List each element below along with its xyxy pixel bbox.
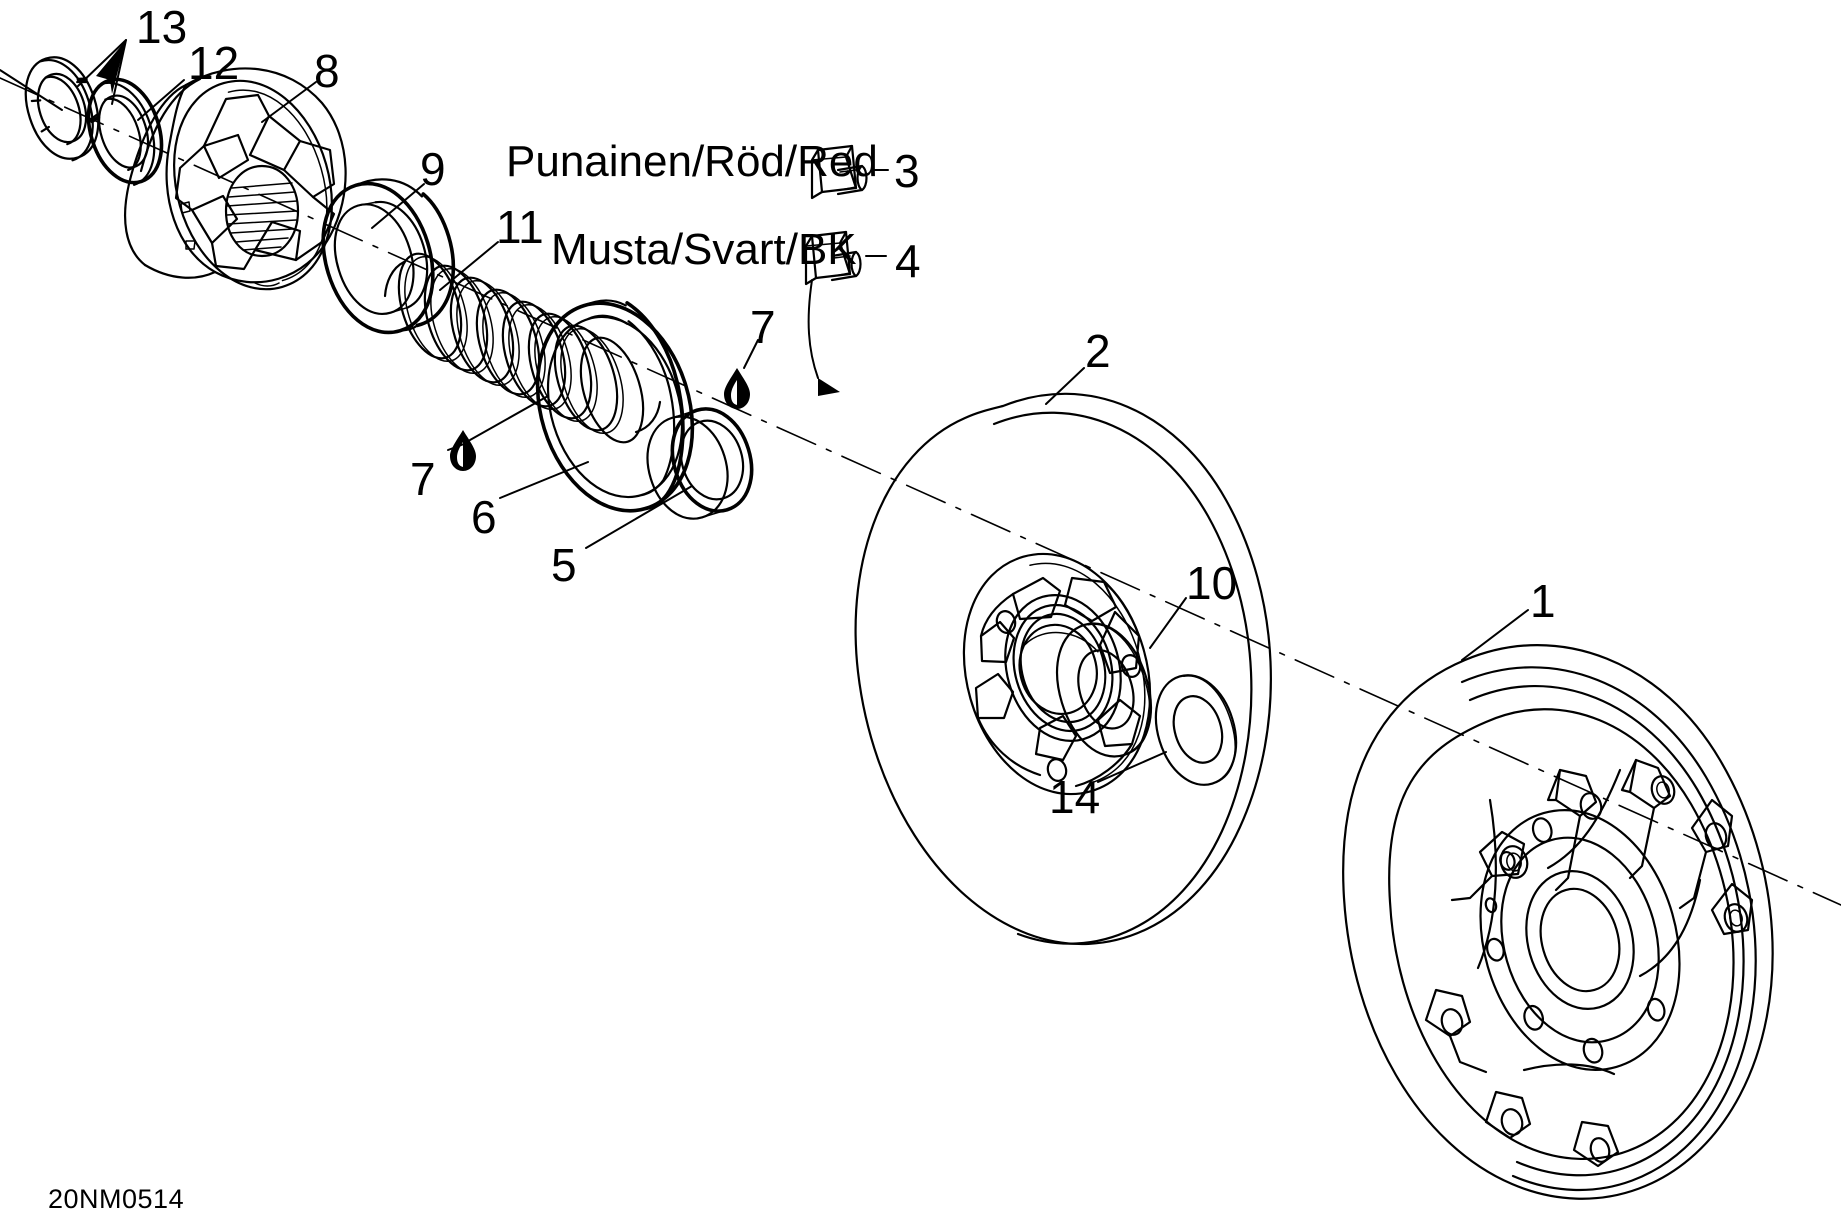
callout-4: 4 [895, 235, 921, 287]
callout-9: 9 [420, 143, 446, 195]
black-wire-label: Musta/Svart/BK [551, 225, 857, 274]
connector-icon-4 [804, 230, 862, 286]
part-14-spacer-washer [1154, 674, 1238, 786]
callout-5: 5 [551, 539, 577, 591]
part-8-cam-housing [124, 67, 347, 291]
callout-7-upper: 7 [750, 301, 776, 353]
callout-8: 8 [314, 45, 340, 97]
callout-6: 6 [471, 491, 497, 543]
part-10-shim-washer [1056, 622, 1152, 758]
center-axis-line [0, 77, 1841, 906]
callout-7-lower: 7 [410, 453, 436, 505]
red-wire-label: Punainen/Röd/Red [506, 137, 878, 186]
cam-spider [174, 93, 336, 271]
sheave-cam-spider [974, 576, 1142, 788]
drawing-id-code: 20NM0514 [48, 1184, 185, 1214]
part-6-bushing-large [535, 299, 695, 513]
callout-14: 14 [1049, 771, 1101, 823]
leader-lines [0, 39, 1529, 783]
part-1-fixed-sheave-assembly [1342, 644, 1774, 1200]
callout-13: 13 [136, 1, 188, 53]
splined-hub [224, 164, 300, 258]
callout-1: 1 [1530, 575, 1556, 627]
callout-3: 3 [894, 145, 920, 197]
callout-2: 2 [1085, 325, 1111, 377]
callout-11: 11 [496, 201, 544, 253]
grease-drop-icon-upper [724, 368, 750, 409]
callout-12: 12 [188, 37, 240, 89]
roller-weight-arms [1424, 758, 1754, 1168]
callout-10: 10 [1186, 557, 1238, 609]
grease-drop-icon-lower [450, 430, 476, 471]
part-2-movable-sheave [854, 392, 1272, 946]
connector-icon-3 [810, 144, 868, 200]
part-5-bushing-small [646, 407, 754, 520]
